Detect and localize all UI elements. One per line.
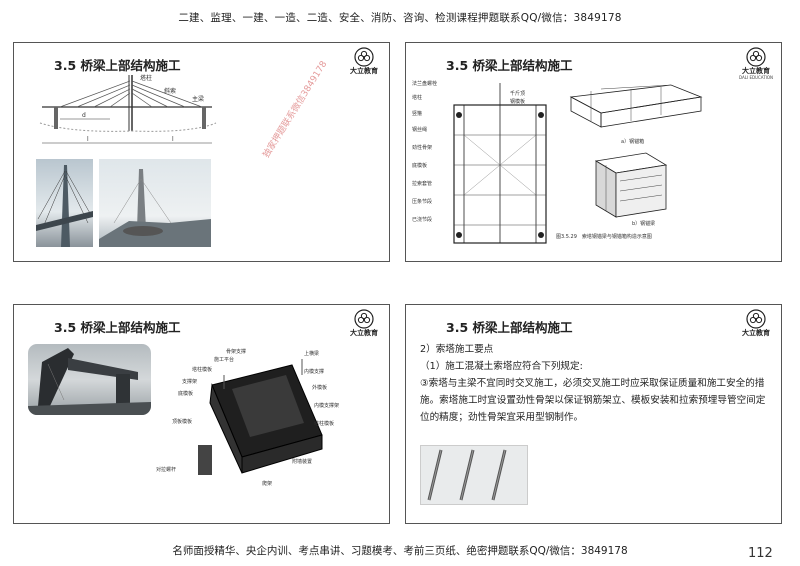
steel-anchor-beam-figure: b）钢锚梁 [594, 152, 668, 227]
label: 法兰盘螺栓 [412, 80, 437, 87]
label-cable: 斜索 [164, 87, 176, 95]
label-d: d [82, 112, 86, 119]
label: 劲性骨架 [412, 144, 432, 151]
slide-title: 3.5 桥梁上部结构施工 [54, 320, 181, 335]
steel-anchor-box-figure: a）钢锚箱 [569, 84, 703, 145]
label-l2: l [172, 136, 174, 143]
slide-title: 3.5 桥梁上部结构施工 [446, 58, 573, 73]
figure-caption: 图3.5.29 索塔钢锚梁与钢锚箱构造示意图 [556, 234, 652, 240]
label: 已浇节段 [412, 216, 432, 223]
label: 底模板 [178, 390, 193, 397]
tower-formwork-elevation: 法兰盘螺栓 塔柱 竖箍 钢丝绳 劲性骨架 底模板 拉索套管 压条节段 已浇节段 … [412, 80, 547, 244]
label: 内模支撑 [304, 368, 324, 375]
label: 底模板 [412, 162, 427, 169]
logo-text: 大立教育 [350, 329, 378, 337]
label-girder: 主梁 [192, 95, 204, 103]
label: 爬架 [262, 480, 272, 487]
logo-icon [354, 309, 374, 329]
stiff-skeleton-photo [420, 445, 528, 505]
label: 上横梁 [304, 350, 319, 357]
logo: 大立教育 [345, 47, 383, 75]
label: 竖箍 [412, 110, 422, 117]
logo-icon [746, 47, 766, 67]
label: 骨架支撑 [226, 348, 246, 355]
logo-icon [354, 47, 374, 67]
text-line: （1）施工混凝土索塔应符合下列规定: [420, 361, 583, 372]
slide-title: 3.5 桥梁上部结构施工 [446, 320, 573, 335]
page-number: 112 [748, 546, 773, 561]
label: 塔柱模板 [314, 420, 334, 427]
logo: 大立教育 [345, 309, 383, 337]
label: 拉索套管 [412, 180, 432, 187]
label: 压条节段 [412, 198, 432, 205]
logo-text: 大立教育 [350, 67, 378, 75]
slide-3: 3.5 桥梁上部结构施工 大立教育 骨架支撑 施工平台 塔柱模板 支撑架 底模板 [13, 304, 390, 524]
logo-text: 大立教育 [742, 329, 770, 337]
label: 钢丝绳 [412, 126, 427, 133]
slide-title: 3.5 桥梁上部结构施工 [54, 58, 181, 73]
slide-4: 3.5 桥梁上部结构施工 大立教育 2）索塔施工要点 （1）施工混凝土索塔应符合… [405, 304, 782, 524]
slide-body-text: 2）索塔施工要点 （1）施工混凝土索塔应符合下列规定: ③索塔与主梁不宜同时交叉… [420, 341, 770, 426]
label: b）钢锚梁 [632, 220, 655, 227]
text-line: ③索塔与主梁不宜同时交叉施工，必须交叉施工时应采取保证质量和施工安全的措施。索塔… [420, 378, 766, 423]
watermark-text: 独家押题联系微信3849178 [261, 59, 330, 160]
label: 支撑架 [182, 378, 197, 385]
logo-subtext: DALI EDUCATION [739, 75, 773, 80]
page-footer: 名师面授精华、央企内训、考点串讲、习题模考、考前三页纸、绝密押题联系QQ/微信：… [172, 545, 628, 557]
label-tower: 塔柱 [140, 74, 152, 82]
slide-2: 3.5 桥梁上部结构施工 大立教育 DALI EDUCATION 法兰盘螺栓 塔… [405, 42, 782, 262]
logo-icon [746, 309, 766, 329]
text-line: 2）索塔施工要点 [420, 344, 494, 355]
bridge-photo-1 [36, 159, 93, 247]
slide-1: 3.5 桥梁上部结构施工 大立教育 塔柱 斜索 主梁 d l l [13, 42, 390, 262]
climbing-formwork-3d-diagram: 骨架支撑 施工平台 塔柱模板 支撑架 底模板 上横梁 内模支撑 外模板 内模支撑… [156, 348, 339, 487]
page-header: 二建、监理、一建、一造、二造、安全、消防、咨询、检测课程押题联系QQ/微信：38… [178, 12, 622, 24]
label: 外模板 [312, 384, 327, 391]
logo: 大立教育 DALI EDUCATION [737, 47, 775, 80]
cable-stayed-bridge-diagram: 塔柱 斜索 主梁 d l l [39, 74, 217, 144]
label: 附墙装置 [292, 458, 312, 465]
label: 对拉螺杆 [156, 466, 176, 473]
logo: 大立教育 [737, 309, 775, 337]
label: 千斤顶 [510, 90, 525, 97]
bridge-photo-2 [99, 159, 211, 247]
label-l1: l [87, 136, 89, 143]
tower-construction-photo [28, 344, 151, 415]
label: 塔柱 [412, 94, 422, 101]
label: 顶板模板 [172, 418, 192, 425]
label: 钢模板 [510, 98, 525, 105]
logo-text: 大立教育 [742, 67, 770, 75]
label: 塔柱模板 [192, 366, 212, 373]
label: a）钢锚箱 [621, 138, 644, 145]
label: 施工平台 [214, 356, 234, 363]
label: 内模支撑架 [314, 402, 339, 409]
